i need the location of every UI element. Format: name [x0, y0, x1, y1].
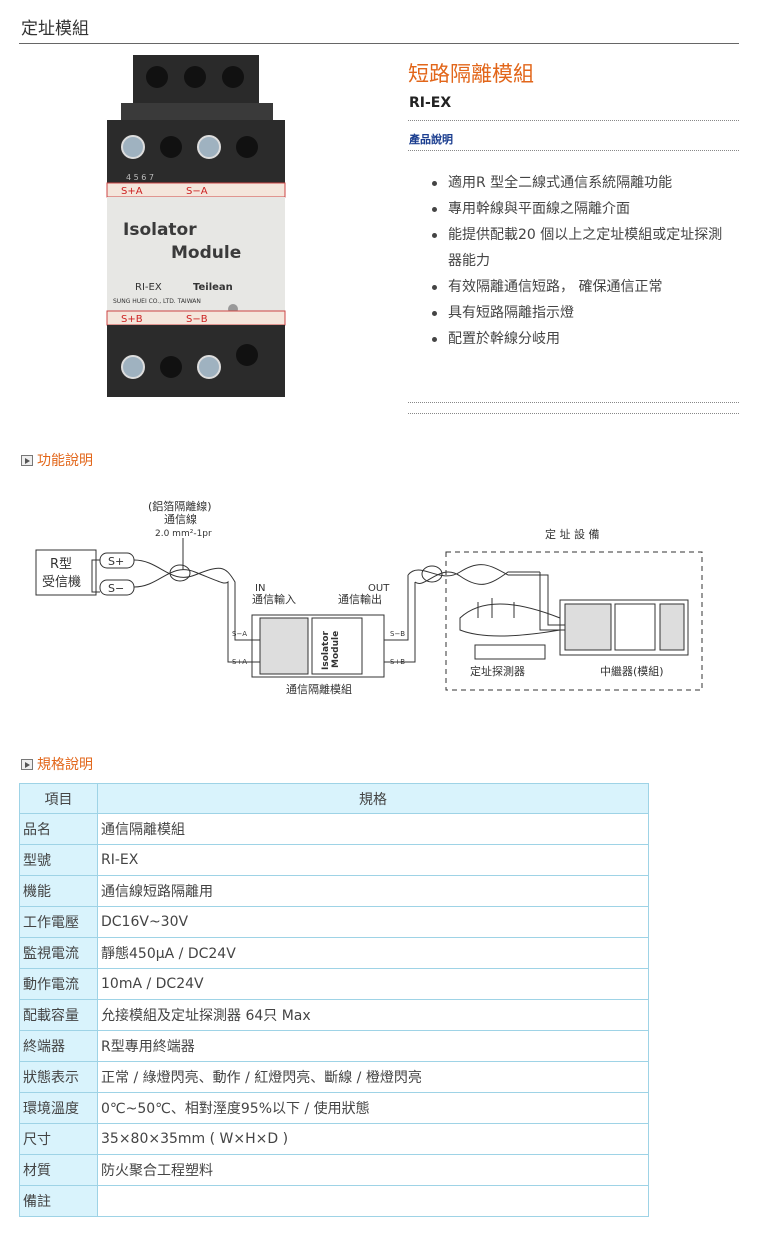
divider: [408, 413, 739, 414]
page-title: 定址模組: [21, 19, 89, 39]
row-key: 尺寸: [19, 1123, 98, 1155]
wiring-diagram: R型 受信機 S+ S− (鋁箔隔離線) 通信線 2.0 mm²-1pr IN …: [35, 499, 703, 696]
photo-top-numbers: 4 5 6 7: [126, 173, 154, 182]
photo-brand: Teilean: [193, 282, 233, 293]
list-item: 有效隔離通信短路， 確保通信正常: [430, 274, 730, 300]
row-value: RI-EX: [97, 844, 649, 876]
column-header-item: 項目: [19, 783, 98, 814]
cable-label-1: (鋁箔隔離線): [148, 499, 212, 513]
photo-bottom-label-a: S+B: [121, 314, 143, 325]
list-item: 具有短路隔離指示燈: [430, 300, 730, 326]
row-key: 材質: [19, 1154, 98, 1186]
row-key: 備註: [19, 1185, 98, 1217]
row-value: 10mA / DC24V: [97, 968, 649, 1000]
equipment-title: 定 址 設 備: [545, 527, 600, 541]
list-item: 配置於幹線分岐用: [430, 326, 730, 352]
row-value: 0℃~50℃、相對溼度95%以下 / 使用狀態: [97, 1092, 649, 1124]
row-key: 終端器: [19, 1030, 98, 1062]
row-key: 環境溫度: [19, 1092, 98, 1124]
divider: [408, 150, 739, 151]
in-label-en: IN: [255, 583, 265, 594]
play-icon: [21, 758, 33, 770]
section-heading-specs: 規格說明: [21, 754, 93, 774]
receiver-label-1: R型: [50, 557, 72, 572]
row-key: 型號: [19, 844, 98, 876]
sb-minus-label: S−B: [390, 630, 405, 638]
list-item: 能提供配載20 個以上之定址模組或定址探測器能力: [430, 222, 730, 274]
row-key: 工作電壓: [19, 906, 98, 938]
table-row: 材質防火聚合工程塑料: [19, 1154, 649, 1186]
photo-top-label-a: S+A: [121, 186, 143, 197]
out-label-en: OUT: [368, 583, 390, 594]
product-photo: 4 5 6 7 S+A S−A Isolator Module RI-EX Te…: [106, 55, 286, 397]
row-value: 35×80×35mm ( W×H×D ): [97, 1123, 649, 1155]
s-plus-label: S+: [108, 555, 124, 568]
s-minus-label: S−: [108, 582, 124, 595]
table-header-row: 項目 規格: [19, 783, 649, 814]
row-key: 動作電流: [19, 968, 98, 1000]
table-row: 品名通信隔離模組: [19, 813, 649, 845]
table-row: 機能通信線短路隔離用: [19, 875, 649, 907]
photo-face-title-1: Isolator: [123, 220, 197, 240]
row-value: 通信隔離模組: [97, 813, 649, 845]
row-key: 品名: [19, 813, 98, 845]
list-item: 專用幹線與平面線之隔離介面: [430, 196, 730, 222]
cable-label-2: 通信線: [164, 512, 197, 526]
receiver-label-2: 受信機: [42, 575, 81, 590]
terminal-top-row: [121, 66, 258, 159]
section-title: 規格說明: [37, 757, 93, 773]
section-title: 功能說明: [37, 453, 93, 469]
row-value: 允接模組及定址探測器 64只 Max: [97, 999, 649, 1031]
terminal-bottom-row: [121, 344, 258, 379]
row-value: [97, 1185, 649, 1217]
play-icon: [21, 454, 33, 466]
photo-bottom-label-b: S−B: [186, 314, 208, 325]
photo-model: RI-EX: [135, 282, 162, 293]
in-label-zh: 通信輸入: [252, 592, 296, 606]
table-row: 備註: [19, 1185, 649, 1217]
module-face-1: Isolator: [321, 630, 331, 670]
row-value: 通信線短路隔離用: [97, 875, 649, 907]
photo-face-title-2: Module: [171, 243, 241, 263]
sa-minus-label: S−A: [232, 630, 247, 638]
product-description-label: 產品說明: [409, 133, 453, 146]
section-heading-function: 功能說明: [21, 450, 93, 470]
out-label-zh: 通信輸出: [338, 592, 382, 606]
photo-maker: SUNG HUEI CO., LTD. TAIWAN: [113, 298, 201, 305]
product-name: 短路隔離模組: [408, 62, 534, 86]
table-row: 監視電流靜態450μA / DC24V: [19, 937, 649, 969]
row-key: 配載容量: [19, 999, 98, 1031]
row-value: 正常 / 綠燈閃亮、動作 / 紅燈閃亮、斷線 / 橙燈閃亮: [97, 1061, 649, 1093]
divider: [408, 120, 739, 121]
row-key: 狀態表示: [19, 1061, 98, 1093]
title-divider: [19, 43, 739, 44]
table-row: 配載容量允接模組及定址探測器 64只 Max: [19, 999, 649, 1031]
module-caption: 通信隔離模組: [286, 682, 352, 696]
list-item: 適用R 型全二線式通信系統隔離功能: [430, 170, 730, 196]
table-row: 狀態表示正常 / 綠燈閃亮、動作 / 紅燈閃亮、斷線 / 橙燈閃亮: [19, 1061, 649, 1093]
module-face-2: Module: [331, 631, 341, 668]
photo-top-label-b: S−A: [186, 186, 208, 197]
divider: [408, 402, 739, 403]
feature-list: 適用R 型全二線式通信系統隔離功能 專用幹線與平面線之隔離介面 能提供配載20 …: [430, 170, 730, 352]
row-value: 靜態450μA / DC24V: [97, 937, 649, 969]
product-model: RI-EX: [409, 95, 452, 111]
row-key: 監視電流: [19, 937, 98, 969]
relay-caption: 中繼器(模組): [600, 664, 664, 678]
cable-spec: 2.0 mm²-1pr: [155, 529, 212, 539]
row-value: DC16V~30V: [97, 906, 649, 938]
row-value: 防火聚合工程塑料: [97, 1154, 649, 1186]
row-value: R型專用終端器: [97, 1030, 649, 1062]
row-key: 機能: [19, 875, 98, 907]
detector-caption: 定址探測器: [470, 664, 525, 678]
column-header-spec: 規格: [97, 783, 649, 814]
